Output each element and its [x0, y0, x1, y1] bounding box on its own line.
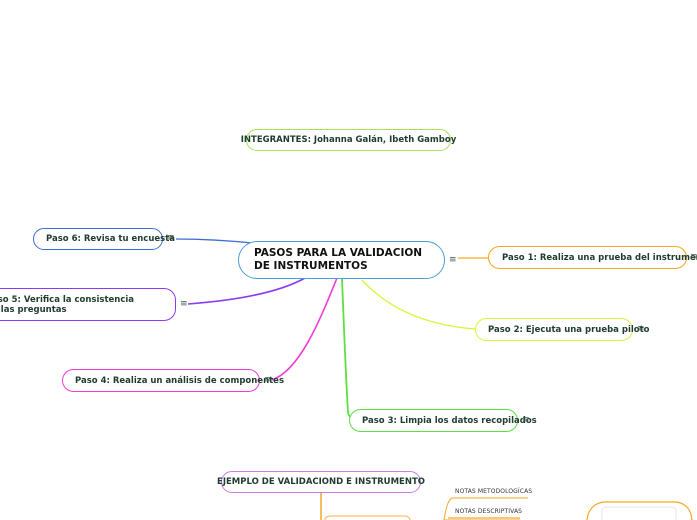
- step-label-5: Paso 5: Verifica la consistencia de las …: [0, 294, 135, 315]
- step-1-menu-icon[interactable]: ≡: [690, 252, 697, 262]
- central-topic-label: PASOS PARA LA VALIDACION DE INSTRUMENTOS: [254, 247, 423, 272]
- central-topic-node[interactable]: PASOS PARA LA VALIDACION DE INSTRUMENTOS: [238, 241, 445, 279]
- step-4-menu-icon[interactable]: ≡: [264, 375, 272, 385]
- step-node-4[interactable]: Paso 4: Realiza un análisis de component…: [62, 369, 284, 392]
- example-label: EJEMPLO DE VALIDACIOND E INSTRUMENTO: [217, 477, 425, 487]
- step-6-menu-icon[interactable]: ≡: [167, 233, 175, 243]
- step-node-5[interactable]: Paso 5: Verifica la consistencia de las …: [0, 288, 176, 321]
- step-label-1: Paso 1: Realiza una prueba del instrumen…: [502, 252, 697, 263]
- integrantes-node[interactable]: INTEGRANTES: Johanna Galán, Ibeth Gamboy: [241, 129, 456, 151]
- step-label-2: Paso 2: Ejecuta una prueba piloto: [488, 324, 650, 335]
- integrantes-label: INTEGRANTES: Johanna Galán, Ibeth Gamboy: [240, 135, 457, 145]
- note-item-descriptive[interactable]: NOTAS DESCRIPTIVAS: [455, 508, 523, 515]
- step-node-2[interactable]: Paso 2: Ejecuta una prueba piloto: [475, 318, 650, 341]
- step-3-menu-icon[interactable]: ≡: [522, 415, 530, 425]
- step-node-1[interactable]: Paso 1: Realiza una prueba del instrumen…: [488, 246, 697, 269]
- step-2-menu-icon[interactable]: ≡: [637, 324, 645, 334]
- step-node-6[interactable]: Paso 6: Revisa tu encuesta: [33, 228, 175, 250]
- step-label-6: Paso 6: Revisa tu encuesta: [46, 234, 175, 244]
- step-label-4: Paso 4: Realiza un análisis de component…: [75, 375, 285, 386]
- note-item-methodological[interactable]: NOTAS METODOLOGÍCAS: [455, 488, 533, 495]
- step-5-menu-icon[interactable]: ≡: [180, 299, 188, 309]
- step-node-3[interactable]: Paso 3: Limpia los datos recopilados: [349, 409, 537, 432]
- central-topic-menu-icon[interactable]: ≡: [449, 255, 457, 265]
- step-label-3: Paso 3: Limpia los datos recopilados: [362, 415, 537, 426]
- example-node[interactable]: EJEMPLO DE VALIDACIOND E INSTRUMENTO: [217, 471, 425, 493]
